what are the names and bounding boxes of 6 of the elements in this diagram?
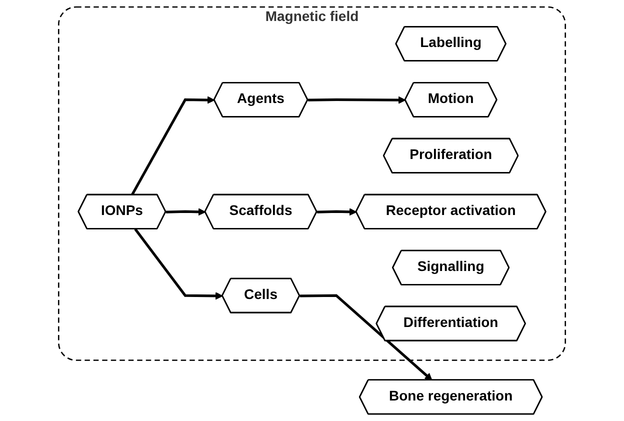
arrow: [300, 294, 432, 381]
arrow: [317, 208, 357, 216]
arrow: [130, 96, 215, 196]
arrow: [308, 96, 406, 104]
arrow: [166, 208, 206, 216]
arrow: [134, 228, 223, 300]
